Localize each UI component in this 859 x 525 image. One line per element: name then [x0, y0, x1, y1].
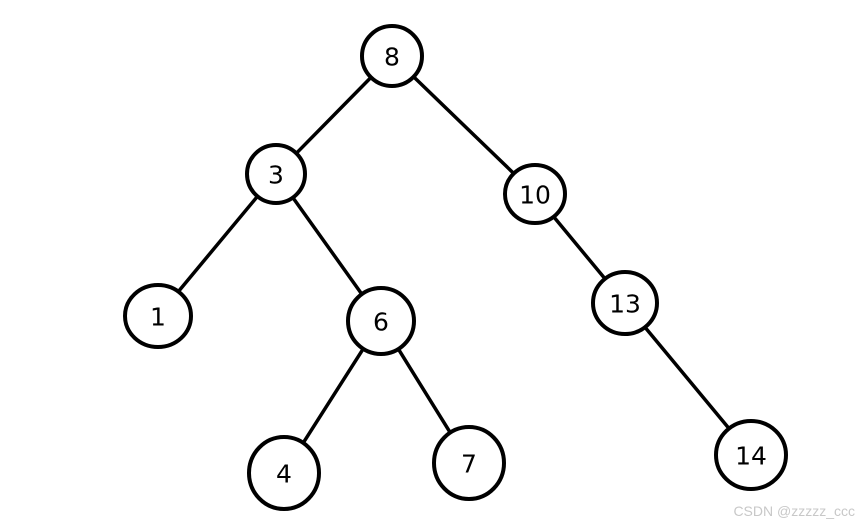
edge-n6-n7 — [396, 347, 452, 435]
edge-n8-n3 — [294, 75, 373, 156]
tree-node-6: 6 — [346, 286, 416, 356]
tree-node-1: 1 — [123, 283, 193, 349]
tree-node-10: 10 — [503, 163, 567, 225]
tree-node-3: 3 — [245, 143, 307, 205]
edge-n13-n14 — [643, 325, 731, 431]
edge-n8-n10 — [411, 75, 516, 176]
tree-node-14: 14 — [714, 419, 788, 491]
node-circle — [346, 286, 416, 356]
edges-layer — [176, 75, 731, 445]
node-circle — [591, 270, 659, 336]
node-label: 13 — [609, 290, 641, 319]
node-label: 8 — [384, 43, 400, 72]
node-label: 14 — [735, 442, 767, 471]
node-circle — [123, 283, 193, 349]
node-circle — [503, 163, 567, 225]
watermark: CSDN @zzzzz_ccc — [733, 503, 855, 519]
node-circle — [247, 435, 321, 511]
node-label: 10 — [519, 181, 551, 210]
node-circle — [245, 143, 307, 205]
edge-n3-n1 — [176, 194, 260, 294]
node-circle — [432, 425, 506, 501]
tree-node-4: 4 — [247, 435, 321, 511]
tree-node-7: 7 — [432, 425, 506, 501]
edge-n3-n6 — [291, 195, 364, 296]
node-label: 1 — [150, 303, 166, 332]
nodes-layer: 8 3 10 1 6 13 4 7 14 — [123, 24, 788, 511]
edge-n10-n13 — [551, 214, 607, 281]
tree-node-8: 8 — [360, 24, 424, 88]
node-label: 7 — [461, 450, 477, 479]
node-circle — [360, 24, 424, 88]
tree-node-13: 13 — [591, 270, 659, 336]
node-circle — [714, 419, 788, 491]
node-label: 6 — [373, 308, 389, 337]
edge-n6-n4 — [301, 347, 365, 445]
node-label: 4 — [276, 460, 292, 489]
node-label: 3 — [268, 161, 284, 190]
